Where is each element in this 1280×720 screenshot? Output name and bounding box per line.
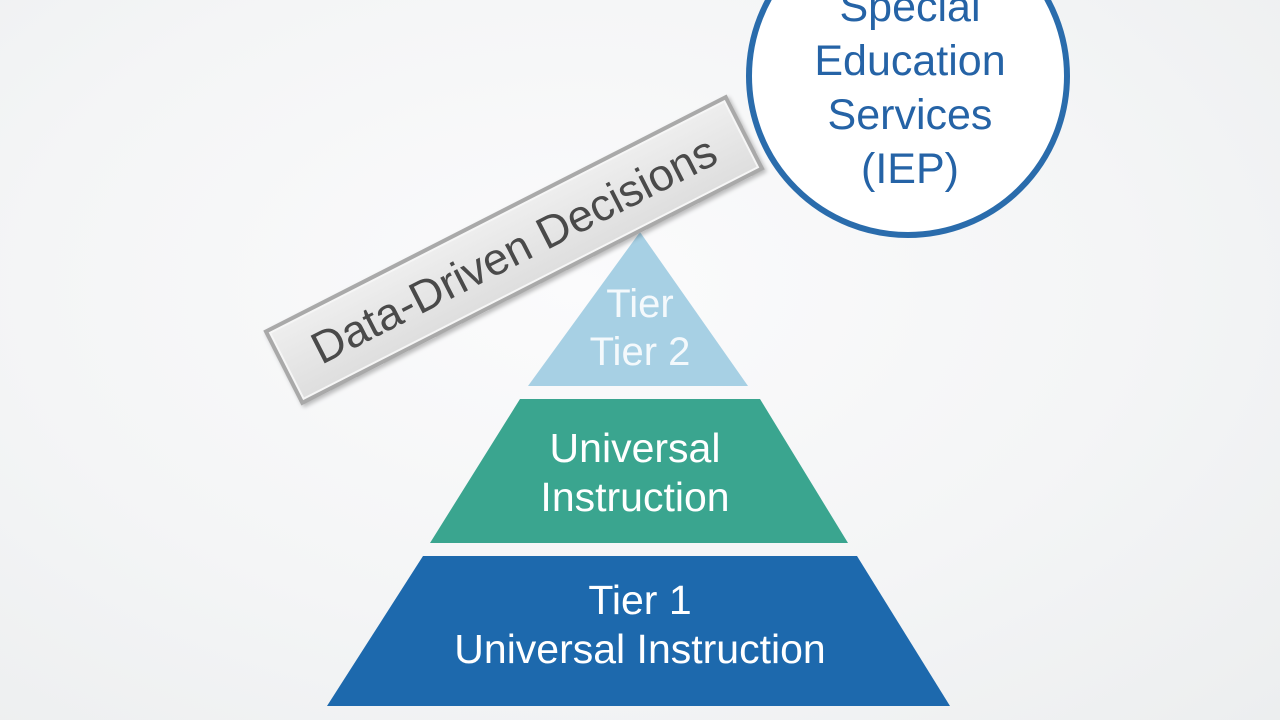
pyramid-top-tier [528, 232, 748, 386]
middle-tier-line-1: Universal [549, 425, 721, 471]
middle-tier-label: Universal Instruction [475, 424, 795, 522]
middle-tier-line-2: Instruction [540, 474, 730, 521]
special-education-label: Special Education Services (IEP) [760, 0, 1060, 196]
base-tier-line-1: Tier 1 [588, 577, 692, 623]
top-tier-line-2: Tier 2 [589, 330, 691, 374]
base-tier-label: Tier 1 Universal Instruction [395, 576, 885, 674]
circle-line-2: Education [814, 37, 1006, 85]
circle-line-1: Special [839, 0, 981, 31]
pyramid-base-tier [327, 556, 950, 706]
top-tier-label: Tier Tier 2 [540, 280, 740, 376]
base-tier-line-2: Universal Instruction [454, 626, 826, 673]
circle-line-3: Services [827, 91, 993, 139]
top-tier-line-1: Tier [606, 282, 674, 326]
circle-line-4: (IEP) [861, 145, 959, 193]
pyramid-middle-tier [430, 399, 848, 543]
